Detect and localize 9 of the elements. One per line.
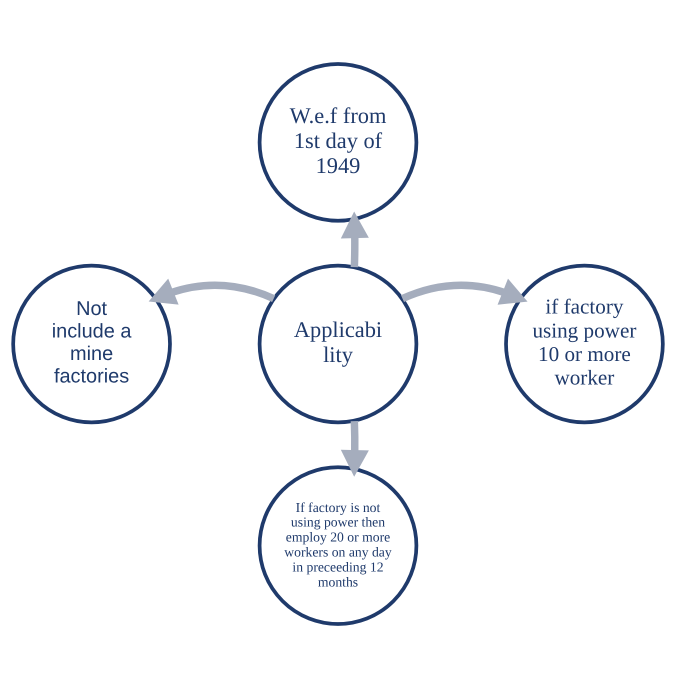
- node-circle: If factory is not using power then employ 20 or more workers on any day in preceeding 12 months: [258, 465, 418, 626]
- arrow: [401, 278, 528, 305]
- node-circle: Not include a mine factories: [11, 264, 172, 424]
- node-circle: if factory using power 10 or more worker: [504, 264, 665, 424]
- node-circle: Applicabi lity: [258, 264, 418, 424]
- arrow: [340, 211, 369, 268]
- arrow: [148, 278, 276, 305]
- arrow: [340, 420, 369, 477]
- node-circle: W.e.f from 1st day of 1949: [258, 62, 418, 223]
